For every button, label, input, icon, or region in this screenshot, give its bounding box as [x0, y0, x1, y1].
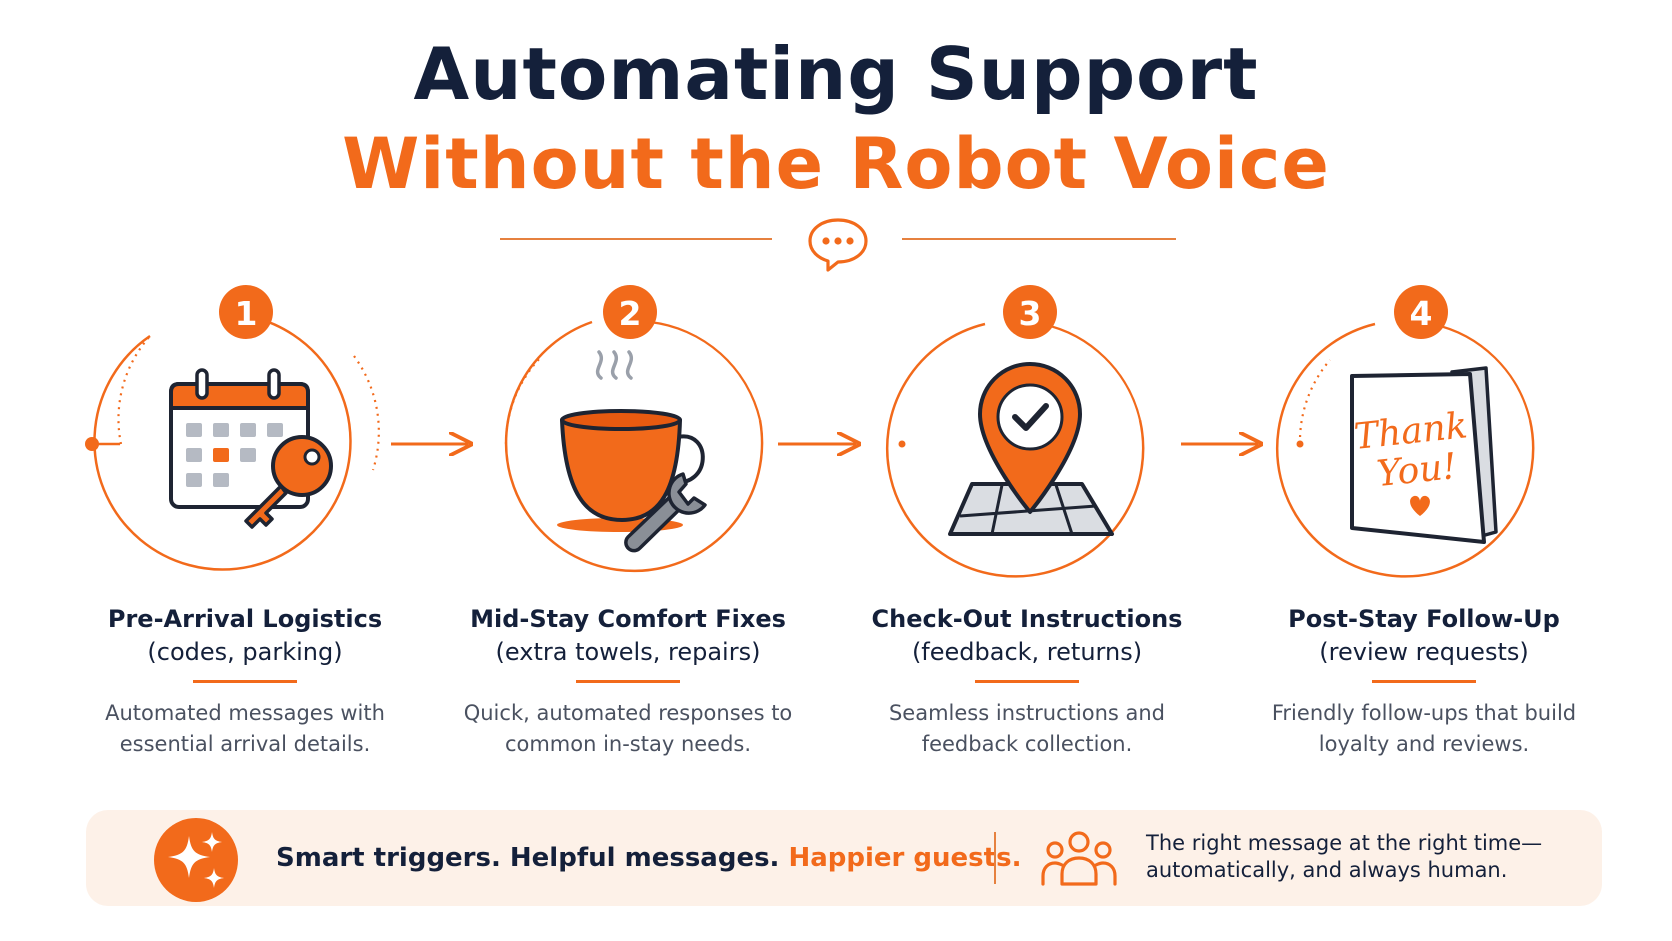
step-1-title: Pre-Arrival Logistics [107, 605, 383, 633]
step-3-badge: 3 [1003, 285, 1057, 339]
step-2-description: Quick, automated responses to common in-… [463, 701, 793, 756]
map-pin-check-icon [948, 362, 1114, 536]
coffee-wrench-icon [557, 350, 707, 553]
svg-text:You!: You! [1375, 446, 1459, 495]
flow-start-connector [85, 437, 120, 451]
step-3-rule [975, 680, 1079, 683]
chat-bubble-icon [808, 218, 868, 272]
calendar-key-icon [169, 368, 333, 529]
step-4-circle [1275, 322, 1535, 578]
step-3-circle [885, 322, 1145, 578]
thank-you-card-icon: Thank You! [1350, 366, 1498, 544]
step-3-title: Check-Out Instructions [871, 605, 1183, 633]
title-line-2: Without the Robot Voice [342, 123, 1330, 205]
banner-note: The right message at the right time— aut… [1146, 830, 1542, 884]
step-1-badge: 1 [219, 285, 273, 339]
people-group-icon [1041, 831, 1117, 886]
step-4-badge: 4 [1394, 285, 1448, 339]
step-4-title: Post-Stay Follow-Up [1288, 605, 1560, 633]
banner-separator [994, 832, 996, 884]
step-1-description: Automated messages with essential arriva… [105, 701, 385, 756]
banner-note-line-2: automatically, and always human. [1146, 858, 1508, 882]
svg-text:1: 1 [235, 294, 258, 333]
step-1-rule [193, 680, 297, 683]
step-2-badge: 2 [603, 285, 657, 339]
step-2-title: Mid-Stay Comfort Fixes [470, 605, 786, 633]
step-1-circle [93, 313, 380, 571]
step-1-subtitle: (codes, parking) [147, 638, 343, 666]
step-4-description: Friendly follow-ups that build loyalty a… [1271, 701, 1577, 756]
step-2-rule [576, 680, 680, 683]
banner-note-line-1: The right message at the right time— [1146, 831, 1543, 855]
summary-banner: Smart triggers. Helpful messages. Happie… [86, 810, 1602, 906]
title-divider-left [500, 238, 772, 240]
title-line-1: Automating Support [413, 32, 1259, 116]
step-3-subtitle: (feedback, returns) [911, 638, 1143, 666]
step-4-rule [1372, 680, 1476, 683]
svg-text:3: 3 [1019, 294, 1042, 333]
banner-tagline: Smart triggers. Helpful messages. Happie… [276, 838, 1021, 878]
banner-tagline-highlight: Happier guests. [788, 843, 1022, 873]
step-3-description: Seamless instructions and feedback colle… [888, 701, 1166, 756]
title-divider-right [902, 238, 1176, 240]
process-flow: 1 2 3 [85, 285, 1535, 578]
step-4-subtitle: (review requests) [1319, 638, 1529, 666]
banner-tagline-main: Smart triggers. Helpful messages. [276, 843, 789, 873]
svg-text:2: 2 [619, 294, 642, 333]
step-2-circle [504, 320, 764, 573]
svg-text:4: 4 [1410, 294, 1433, 333]
step-2-subtitle: (extra towels, repairs) [495, 638, 761, 666]
sparkle-icon [154, 818, 238, 902]
